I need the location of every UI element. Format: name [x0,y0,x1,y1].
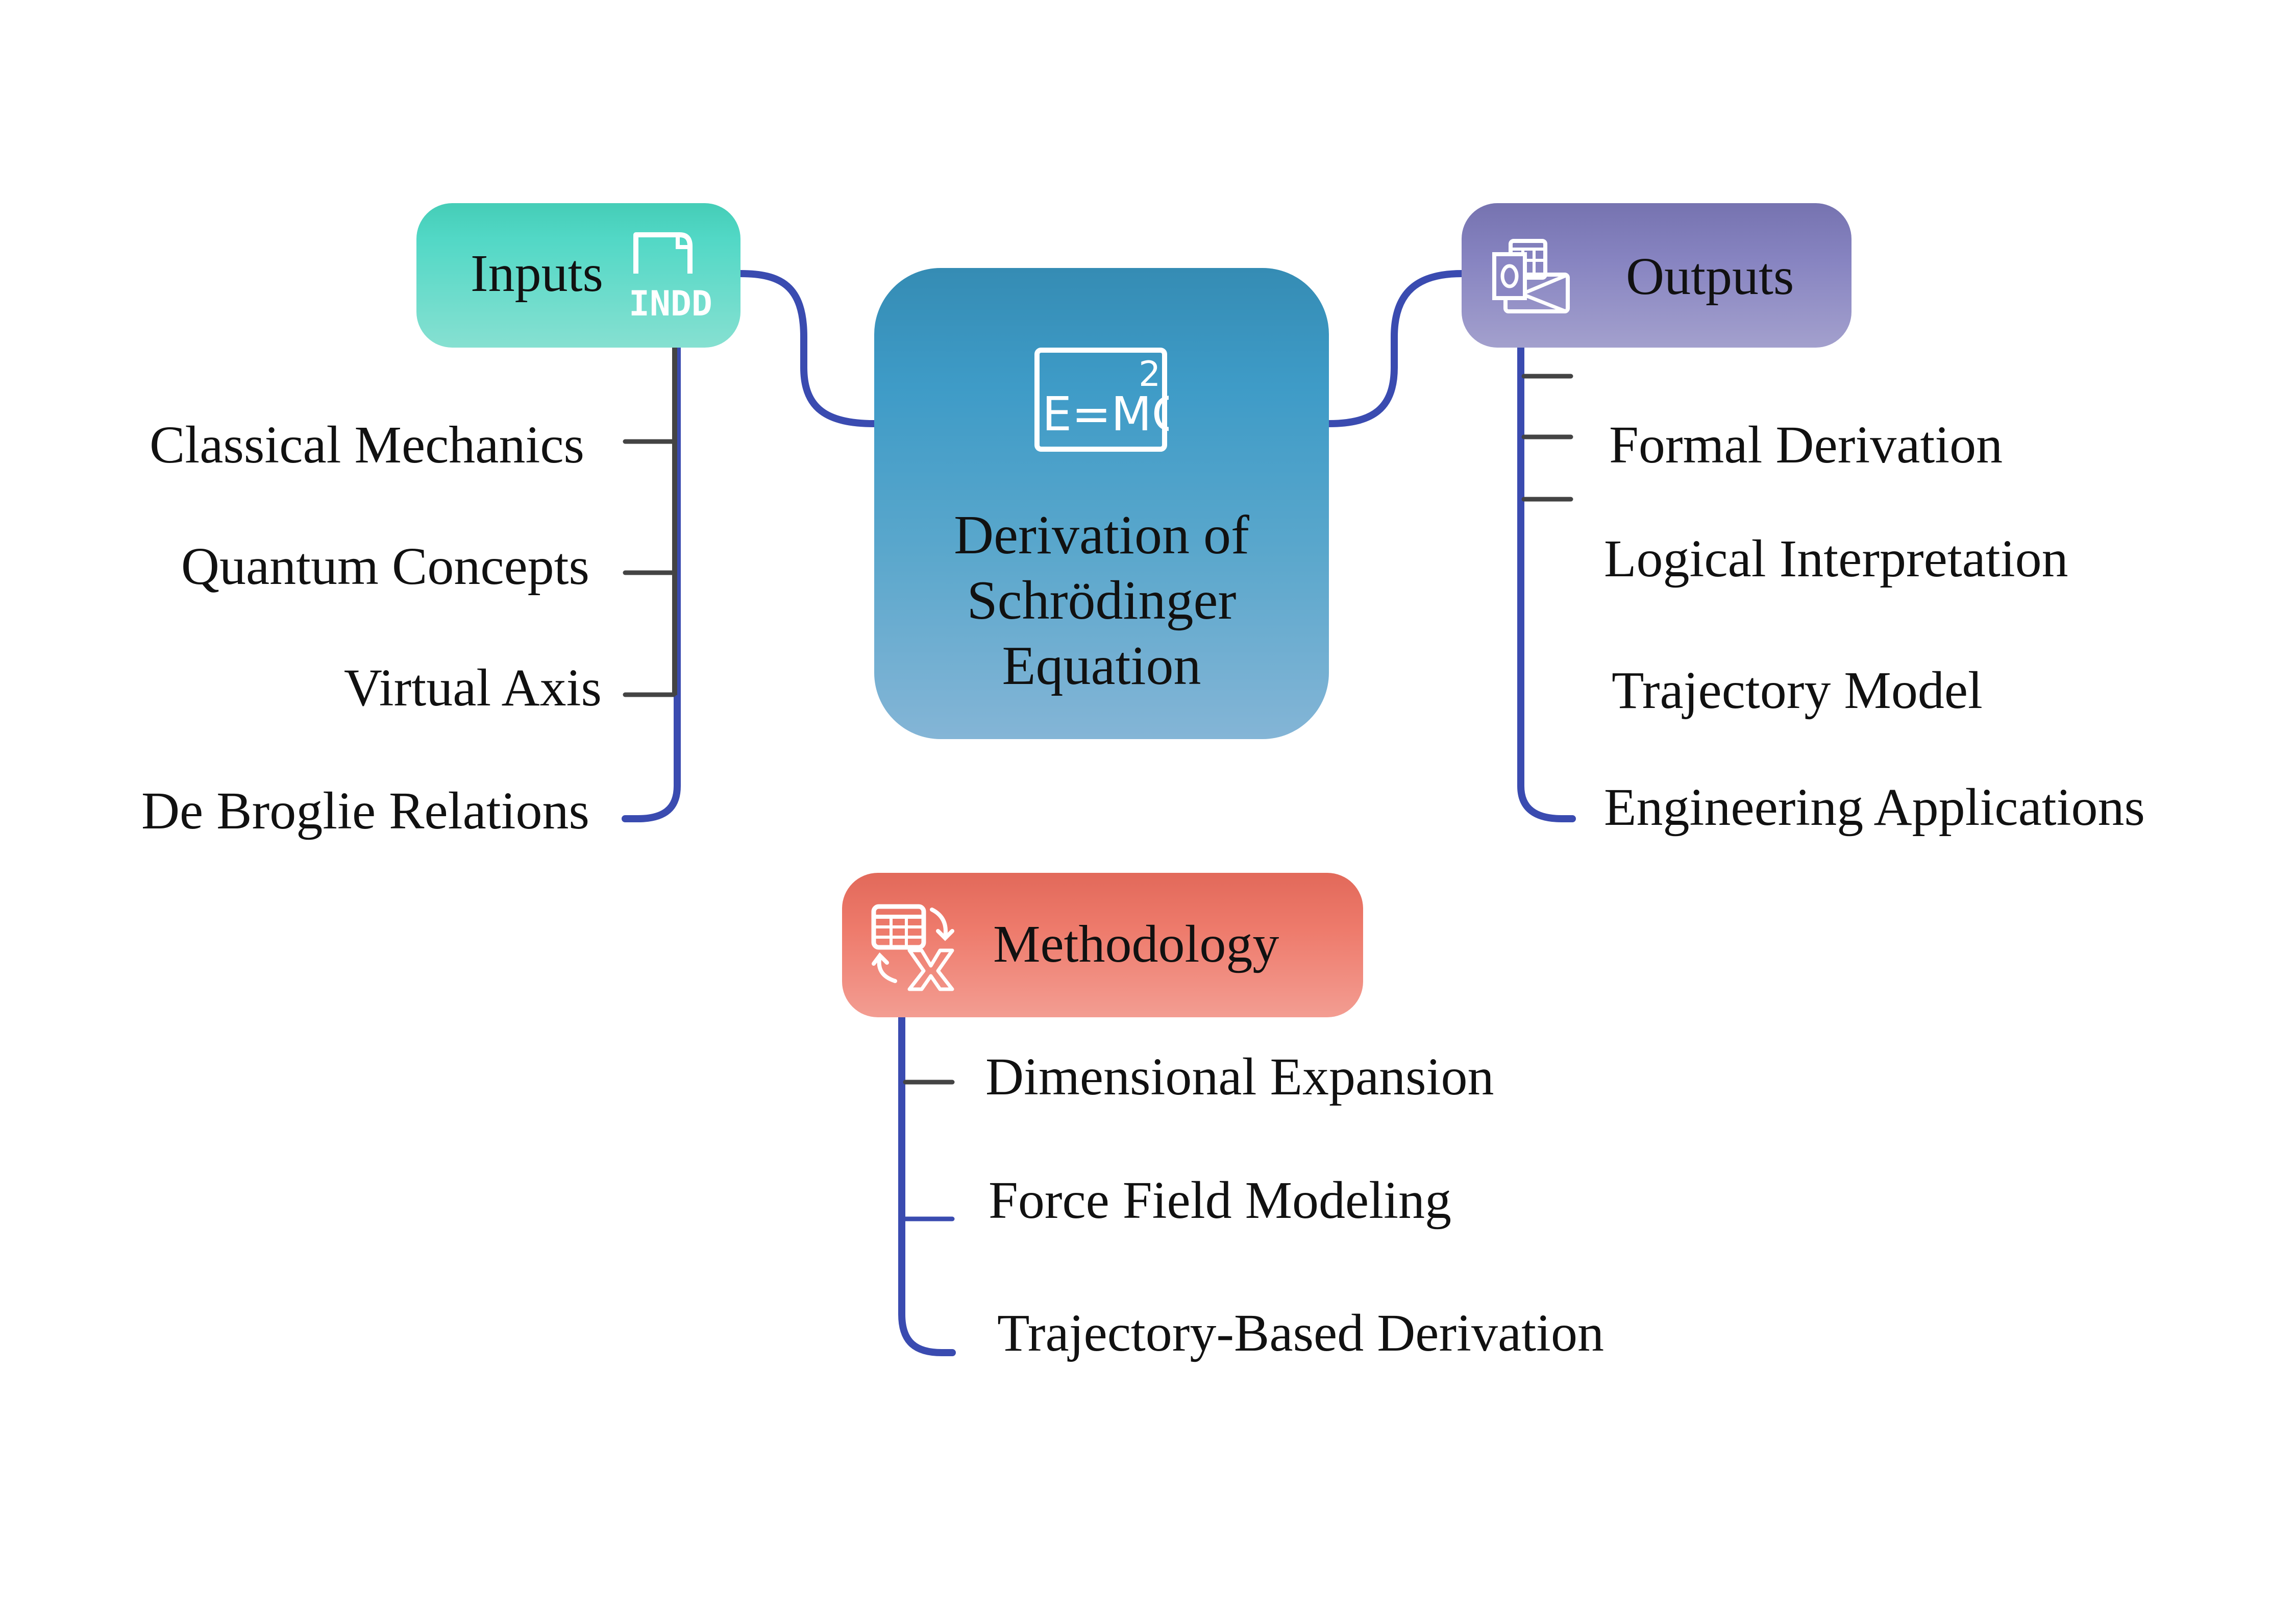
outputs-item[interactable]: Engineering Applications [1604,778,2145,837]
outputs-item[interactable]: Trajectory Model [1612,661,1983,720]
spreadsheet-convert-icon [871,903,962,993]
inputs-item[interactable]: De Broglie Relations [141,781,589,840]
central-topic-line: Schrödinger [967,570,1237,631]
methodology-node[interactable]: Methodology [842,873,1363,1017]
inputs-node-label: Inputs [471,244,603,303]
outputs-trunk [1517,344,1576,822]
outputs-node-label: Outputs [1626,247,1794,306]
connector-center-inputs [737,270,878,427]
inputs-node[interactable]: Inputs INDD [416,203,740,348]
svg-text:E=MC: E=MC [1042,387,1169,442]
central-topic-title: Derivation of Schrödinger Equation [874,503,1329,699]
methodology-item[interactable]: Force Field Modeling [989,1171,1452,1230]
svg-text:INDD: INDD [629,284,712,321]
methodology-item[interactable]: Trajectory-Based Derivation [997,1304,1604,1362]
methodology-item[interactable]: Dimensional Expansion [985,1047,1494,1106]
connector-center-outputs [1325,270,1465,427]
e-equals-mc2-icon: E=MC 2 [1034,346,1169,453]
svg-text:2: 2 [1139,354,1161,395]
central-topic-line: Equation [1002,635,1201,696]
outputs-node[interactable]: Outputs [1462,203,1851,348]
inputs-item[interactable]: Quantum Concepts [181,537,589,596]
outputs-item[interactable]: Formal Derivation [1609,415,2003,474]
outlook-mail-icon [1491,238,1578,314]
outputs-item[interactable]: Logical Interpretation [1604,529,2068,588]
central-topic-node[interactable]: E=MC 2 Derivation of Schrödinger Equatio… [874,268,1329,739]
inputs-item[interactable]: Classical Mechanics [150,415,584,474]
indd-file-icon: INDD [625,229,717,321]
methodology-node-label: Methodology [993,915,1279,973]
central-topic-line: Derivation of [954,505,1249,566]
inputs-trunk [622,344,681,822]
inputs-item[interactable]: Virtual Axis [343,658,602,717]
methodology-trunk [898,1014,956,1356]
